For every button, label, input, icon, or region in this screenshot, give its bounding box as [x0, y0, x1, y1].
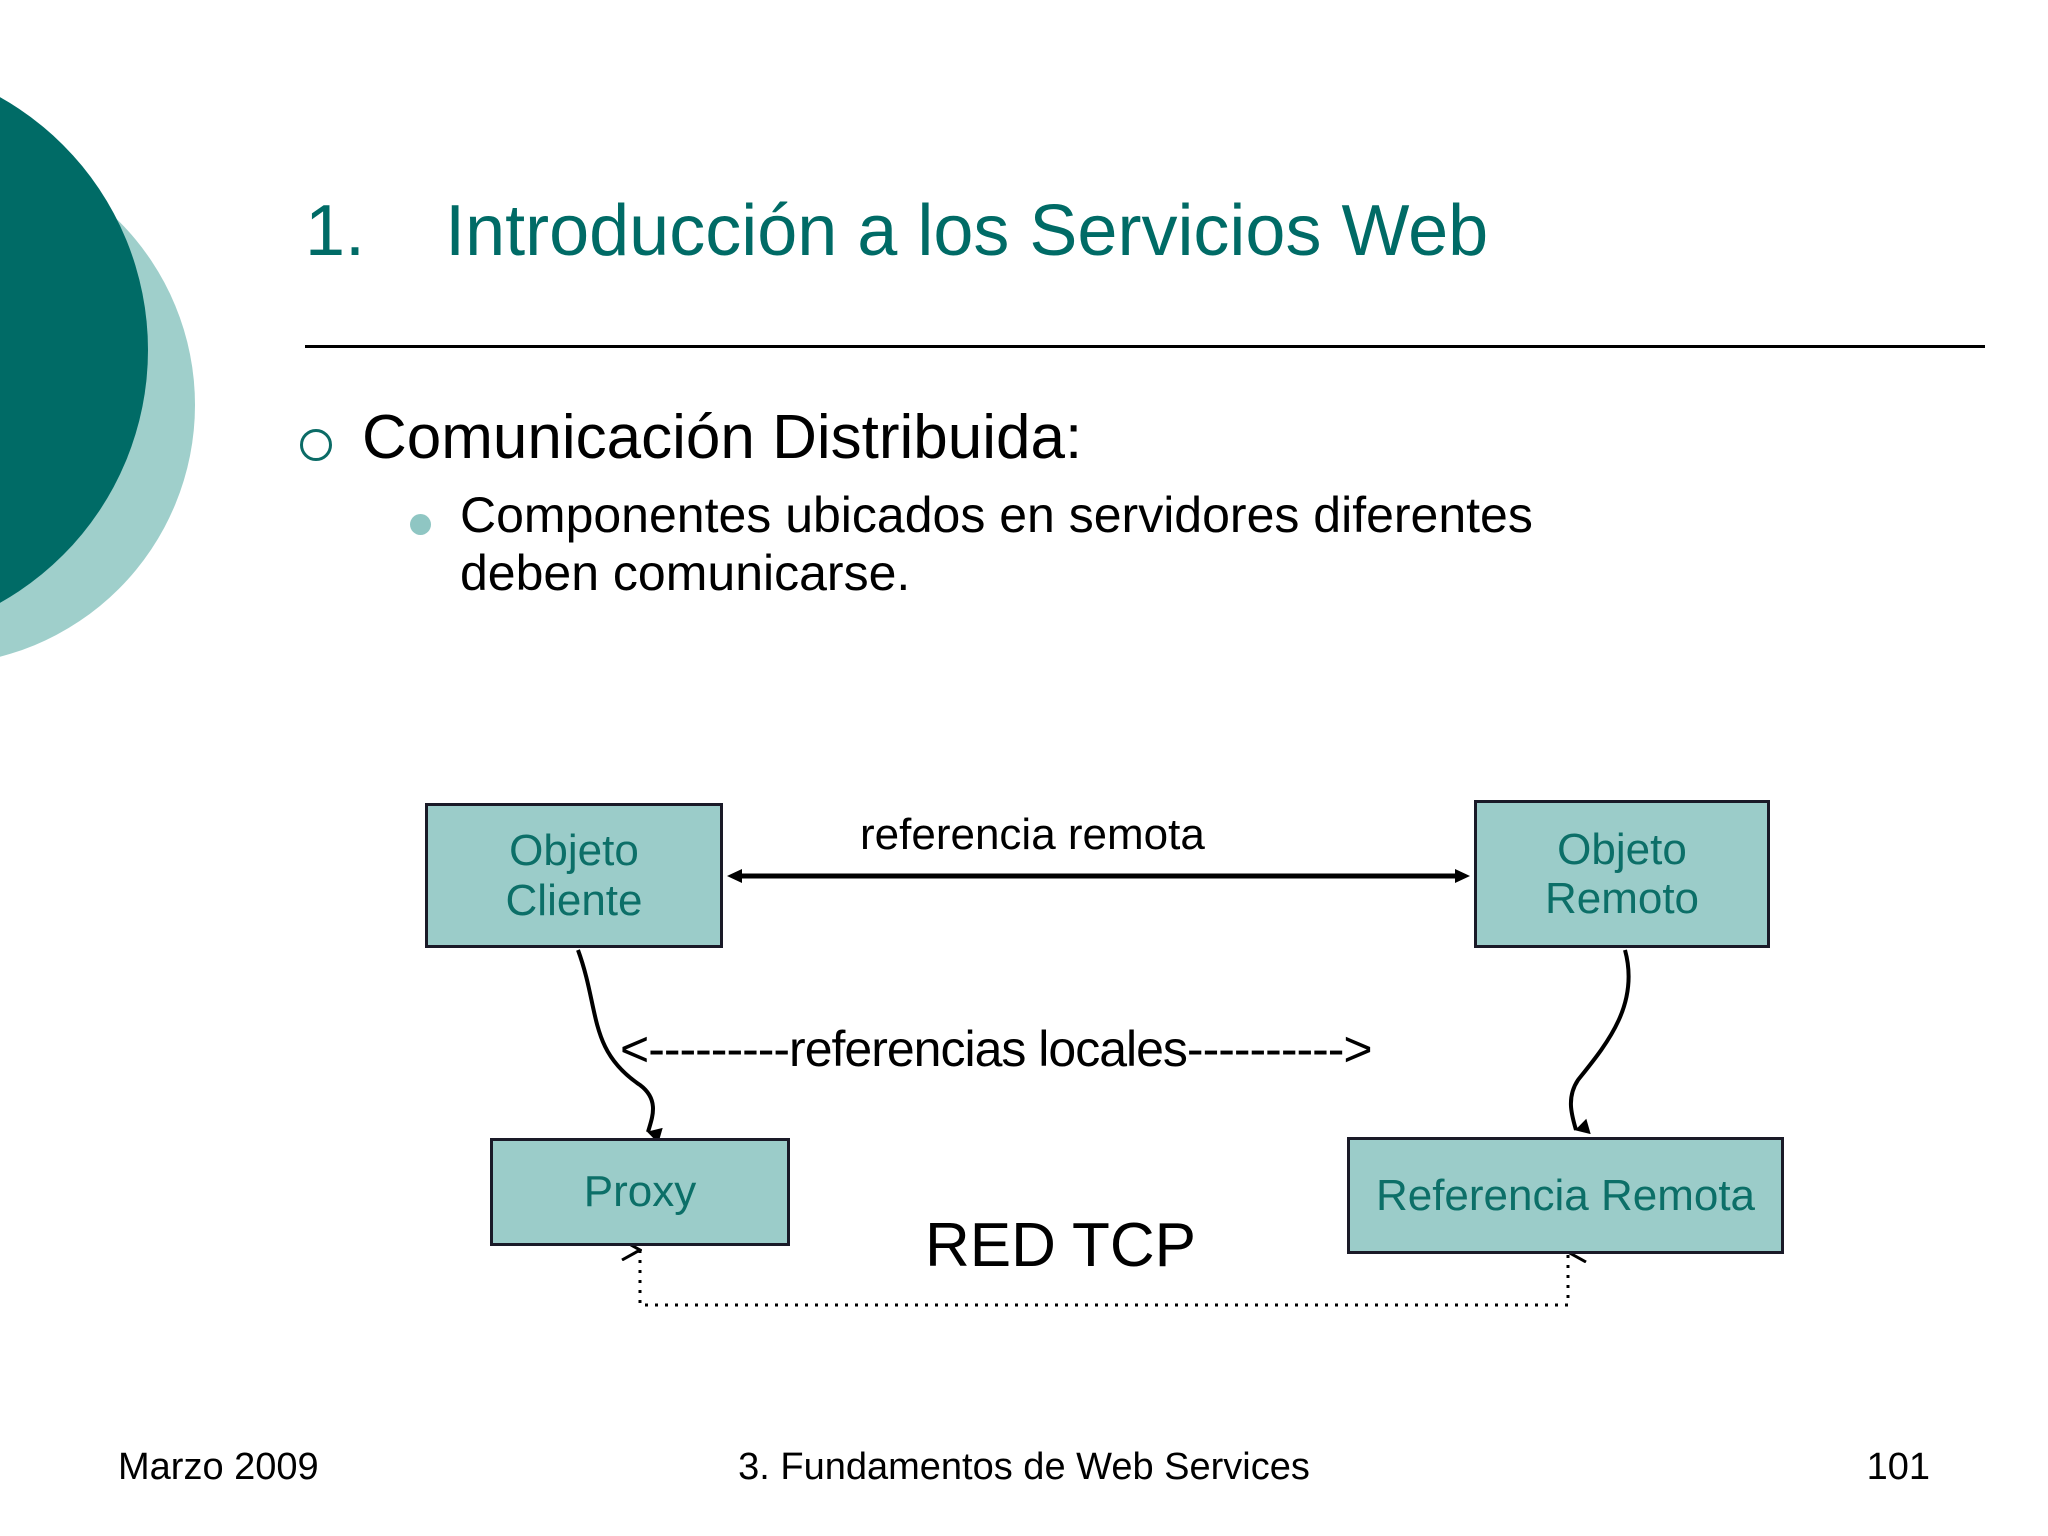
- filled-dot-bullet-icon: [410, 513, 431, 535]
- diagram-box-objeto-cliente[interactable]: Objeto Cliente: [425, 803, 723, 948]
- diagram-label-referencia-remota: referencia remota: [860, 810, 1205, 859]
- bullet-item-componentes: Componentes ubicados en servidores difer…: [410, 486, 2000, 602]
- title-divider: [305, 345, 1985, 348]
- body-content: Comunicación Distribuida: Componentes ub…: [300, 403, 2000, 602]
- bullet-item-comunicacion-distribuida: Comunicación Distribuida:: [300, 403, 2000, 472]
- footer-page-number: 101: [1866, 1446, 1930, 1488]
- client-to-proxy-arrow: [576, 949, 663, 1144]
- bullet-level2-label: Componentes ubicados en servidores difer…: [460, 486, 1533, 601]
- slide-footer: Marzo 2009 3. Fundamentos de Web Service…: [0, 1446, 2048, 1492]
- diagram-label-referencias-locales: <---------referencias locales---------->: [620, 1021, 1373, 1077]
- remote-to-reference-arrow: [1569, 949, 1631, 1135]
- diagram-box-objeto-remoto[interactable]: Objeto Remoto: [1474, 800, 1770, 948]
- footer-section-title: 3. Fundamentos de Web Services: [738, 1446, 1310, 1488]
- diagram-label-red-tcp: RED TCP: [925, 1211, 1197, 1280]
- diagram-box-referencia-remota[interactable]: Referencia Remota: [1347, 1137, 1784, 1254]
- hollow-circle-bullet-icon: [300, 429, 332, 461]
- footer-date: Marzo 2009: [118, 1446, 319, 1488]
- bullet-level1-label: Comunicación Distribuida:: [362, 403, 1083, 472]
- page-title: 1. Introducción a los Servicios Web: [305, 191, 1489, 271]
- diagram-box-proxy[interactable]: Proxy: [490, 1138, 790, 1246]
- title-block: 1. Introducción a los Servicios Web: [305, 195, 1985, 267]
